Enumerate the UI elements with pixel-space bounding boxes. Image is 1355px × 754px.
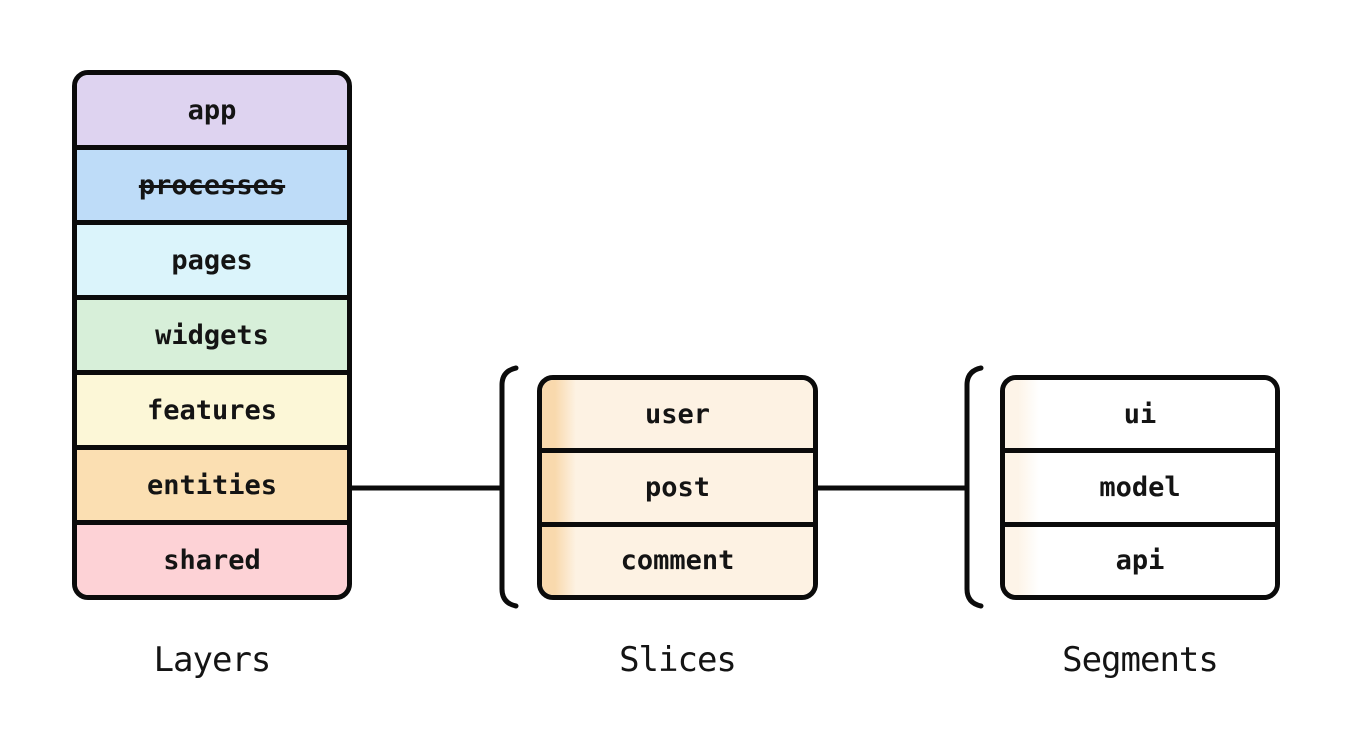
layer-row-pages: pages: [77, 220, 347, 295]
segments-box: ui model api: [1000, 375, 1280, 600]
slice-row-comment: comment: [542, 521, 813, 595]
slices-caption: Slices: [619, 640, 737, 680]
slices-box: user post comment: [537, 375, 818, 600]
segment-row-ui: ui: [1005, 380, 1275, 449]
segments-caption: Segments: [1062, 640, 1219, 680]
segment-row-model: model: [1005, 448, 1275, 522]
layer-row-processes: processes: [77, 145, 347, 220]
slice-row-post: post: [542, 448, 813, 522]
layer-row-shared: shared: [77, 520, 347, 595]
layers-stack: app processes pages widgets features ent…: [72, 70, 352, 600]
layer-row-entities: entities: [77, 445, 347, 520]
layer-row-app: app: [77, 75, 347, 145]
layer-row-features: features: [77, 370, 347, 445]
layer-row-widgets: widgets: [77, 295, 347, 370]
slice-row-user: user: [542, 380, 813, 449]
slices-bracket-icon: [499, 365, 519, 609]
segments-bracket-icon: [964, 365, 984, 609]
segment-row-api: api: [1005, 521, 1275, 595]
layers-caption: Layers: [153, 640, 272, 680]
